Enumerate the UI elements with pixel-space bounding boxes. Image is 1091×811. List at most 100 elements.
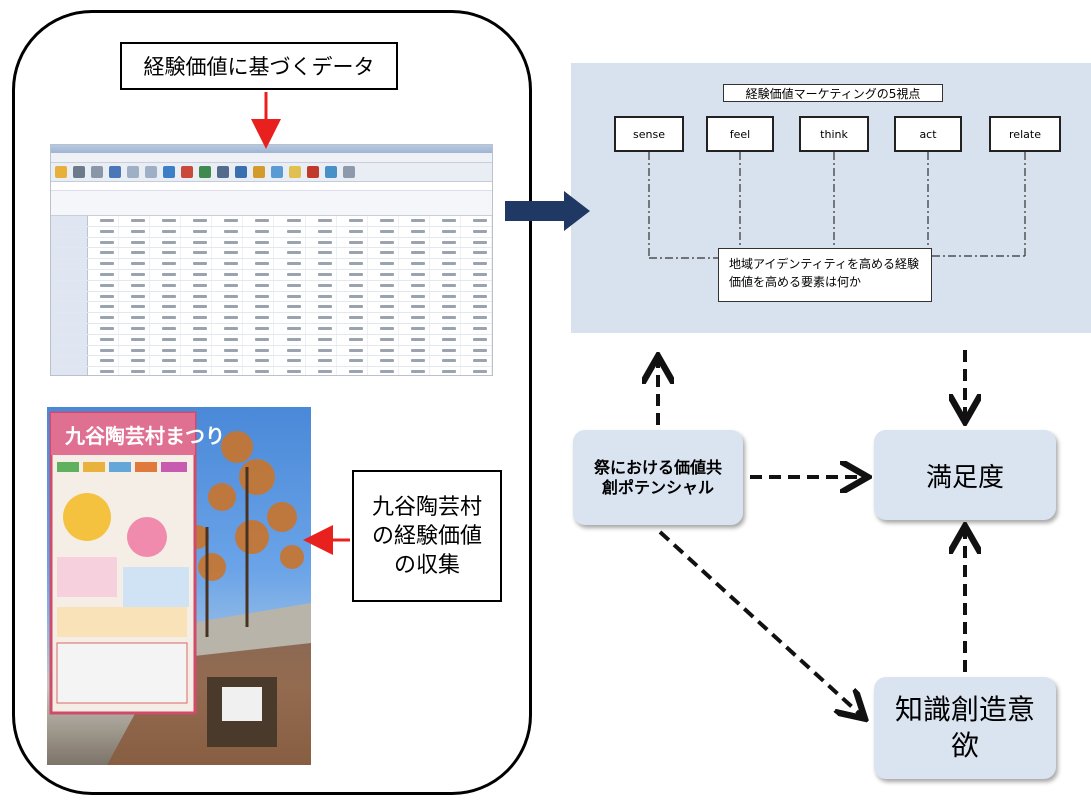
sheet-cell [243,226,275,237]
sheet-cell [461,345,492,356]
spreadsheet-menubar [51,153,492,163]
sheet-cell [306,259,337,269]
sheet-cell [461,269,492,280]
sheet-cell [368,280,399,291]
sheet-cell [368,313,399,323]
find-icon [217,166,229,178]
sheet-cell [368,269,399,280]
sheet-cell [150,269,182,280]
sheet-cell [337,356,368,367]
sheet-cell [274,226,306,237]
sheet-cell [212,237,244,248]
sheet-cell [212,323,244,334]
sheet-cell [119,313,151,323]
sheet-cell [399,259,430,269]
sheet-cell [243,313,275,323]
left-frame [12,10,532,795]
sheet-cell [119,356,151,367]
row-header [51,291,88,302]
spreadsheet-rows [51,216,492,375]
sheet-cell [212,302,244,313]
sheet-cell [430,356,461,367]
spreadsheet-row [51,345,492,357]
sheet-cell [337,367,368,375]
sheet-cell [212,291,244,302]
sheet-cell [88,259,120,269]
sheet-cell [119,216,151,226]
sheet-cell [399,269,430,280]
sheet-cell [461,291,492,302]
sheet-cell [212,280,244,291]
festival-photo: 九谷陶芸村まつり [47,407,311,765]
row-header [51,226,88,237]
spreadsheet-titlebar [51,145,492,153]
sheet-cell [212,248,244,259]
sheet-cell [306,334,337,345]
sheet-cell [337,345,368,356]
sheet-cell [461,280,492,291]
sheet-cell [119,323,151,334]
sheet-cell [337,334,368,345]
sheet-cell [399,302,430,313]
sheet-cell [274,216,306,226]
sheet-cell [181,248,213,259]
row-header [51,334,88,345]
sheet-cell [337,302,368,313]
sheet-cell [88,313,120,323]
sheet-cell [150,248,182,259]
sheet-cell [306,269,337,280]
sheet-cell [337,323,368,334]
sets-icon [325,166,337,178]
sheet-cell [181,323,213,334]
sheet-cell [399,237,430,248]
sheet-cell [243,367,275,375]
sheet-cell [212,269,244,280]
sheet-cell [243,356,275,367]
sheet-cell [337,259,368,269]
viewpoint-act-box: act [894,116,962,152]
undo-icon [127,166,139,178]
question-box: 地域アイデンティティを高める経験価値を高める要素は何か [718,248,932,302]
sheet-cell [337,269,368,280]
sheet-cell [181,259,213,269]
spreadsheet-row [51,302,492,314]
spreadsheet-row [51,226,492,238]
sheet-cell [399,367,430,375]
sheet-cell [461,302,492,313]
sheet-cell [88,269,120,280]
sheet-cell [181,356,213,367]
spreadsheet-row [51,334,492,346]
sheet-cell [88,367,120,375]
sheet-cell [150,334,182,345]
viewpoint-think-label: think [820,127,848,141]
table-icon [199,166,211,178]
sheet-cell [243,259,275,269]
sheet-cell [306,237,337,248]
sheet-cell [399,313,430,323]
sheet-cell [368,367,399,375]
sheet-cell [88,237,120,248]
sheet-cell [88,334,120,345]
sheet-cell [368,259,399,269]
sheet-cell [399,345,430,356]
viewpoint-sense-box: sense [614,116,684,152]
sheet-cell [430,302,461,313]
viewpoint-relate-box: relate [989,116,1061,152]
sheet-cell [181,367,213,375]
data-title-box: 経験価値に基づくデータ [120,42,398,90]
sheet-cell [306,291,337,302]
sheet-cell [337,216,368,226]
sheet-cell [181,302,213,313]
sheet-cell [461,216,492,226]
sheet-cell [461,313,492,323]
sheet-cell [368,291,399,302]
sheet-cell [243,334,275,345]
sheet-cell [430,269,461,280]
sheet-cell [461,356,492,367]
sheet-cell [368,237,399,248]
redo-icon [145,166,157,178]
question-label: 地域アイデンティティを高める経験価値を高める要素は何か [729,257,919,289]
sheet-cell [306,226,337,237]
row-header [51,280,88,291]
sheet-cell [88,216,120,226]
